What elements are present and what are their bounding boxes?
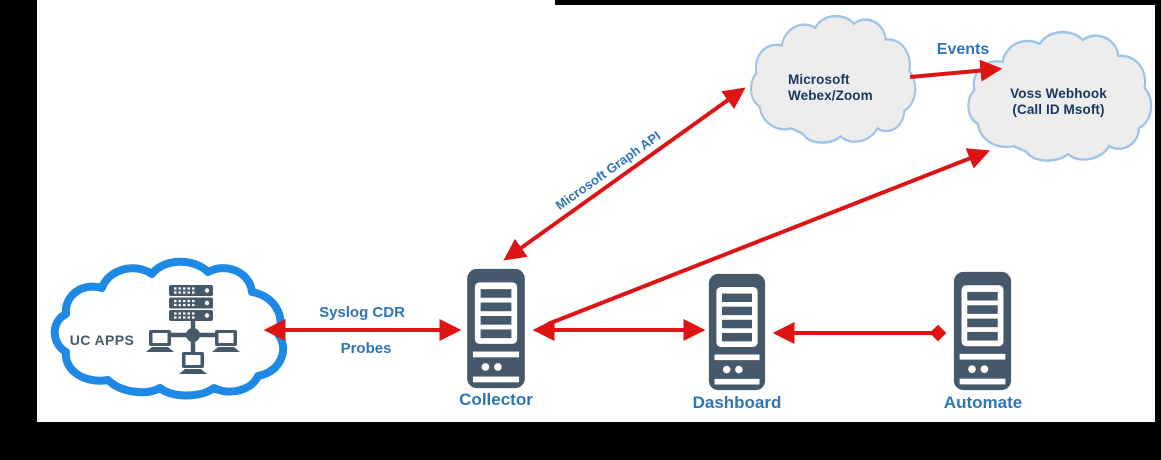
collector-label: Collector bbox=[459, 390, 533, 409]
graph-api-label: Microsoft Graph API bbox=[552, 128, 664, 213]
dashboard-server-icon bbox=[707, 272, 767, 392]
syslog-cdr-label: Syslog CDR bbox=[319, 304, 405, 321]
edge-collector-webex bbox=[503, 87, 746, 261]
uc-apps-label: UC APPS bbox=[69, 332, 135, 348]
webex-zoom-cloud: Microsoft Webex/Zoom bbox=[748, 12, 917, 150]
collector-server-icon bbox=[465, 267, 527, 390]
probes-label: Probes bbox=[340, 340, 392, 357]
voss-webhook-cloud: Voss Webhook (Call ID Msoft) bbox=[965, 28, 1153, 168]
laptop-icon bbox=[212, 330, 240, 352]
frame-top-border bbox=[555, 0, 1161, 5]
webex-zoom-label: Microsoft Webex/Zoom bbox=[788, 72, 873, 103]
voss-webhook-label: Voss Webhook (Call ID Msoft) bbox=[1010, 86, 1107, 117]
edge-collector-voss bbox=[547, 148, 991, 326]
frame-right-border bbox=[1155, 0, 1161, 460]
laptop-icon bbox=[179, 352, 207, 374]
uc-network-icon bbox=[146, 285, 240, 374]
uc-apps-cloud: UC APPS bbox=[48, 257, 298, 400]
laptop-icon bbox=[146, 330, 174, 352]
automate-server-icon bbox=[952, 270, 1013, 392]
events-label: Events bbox=[936, 41, 990, 58]
cloud-icon bbox=[50, 257, 288, 400]
frame-bottom-border bbox=[0, 422, 1161, 460]
automate-label: Automate bbox=[943, 393, 1023, 412]
dashboard-label: Dashboard bbox=[692, 393, 782, 412]
frame-left-border bbox=[0, 0, 37, 460]
